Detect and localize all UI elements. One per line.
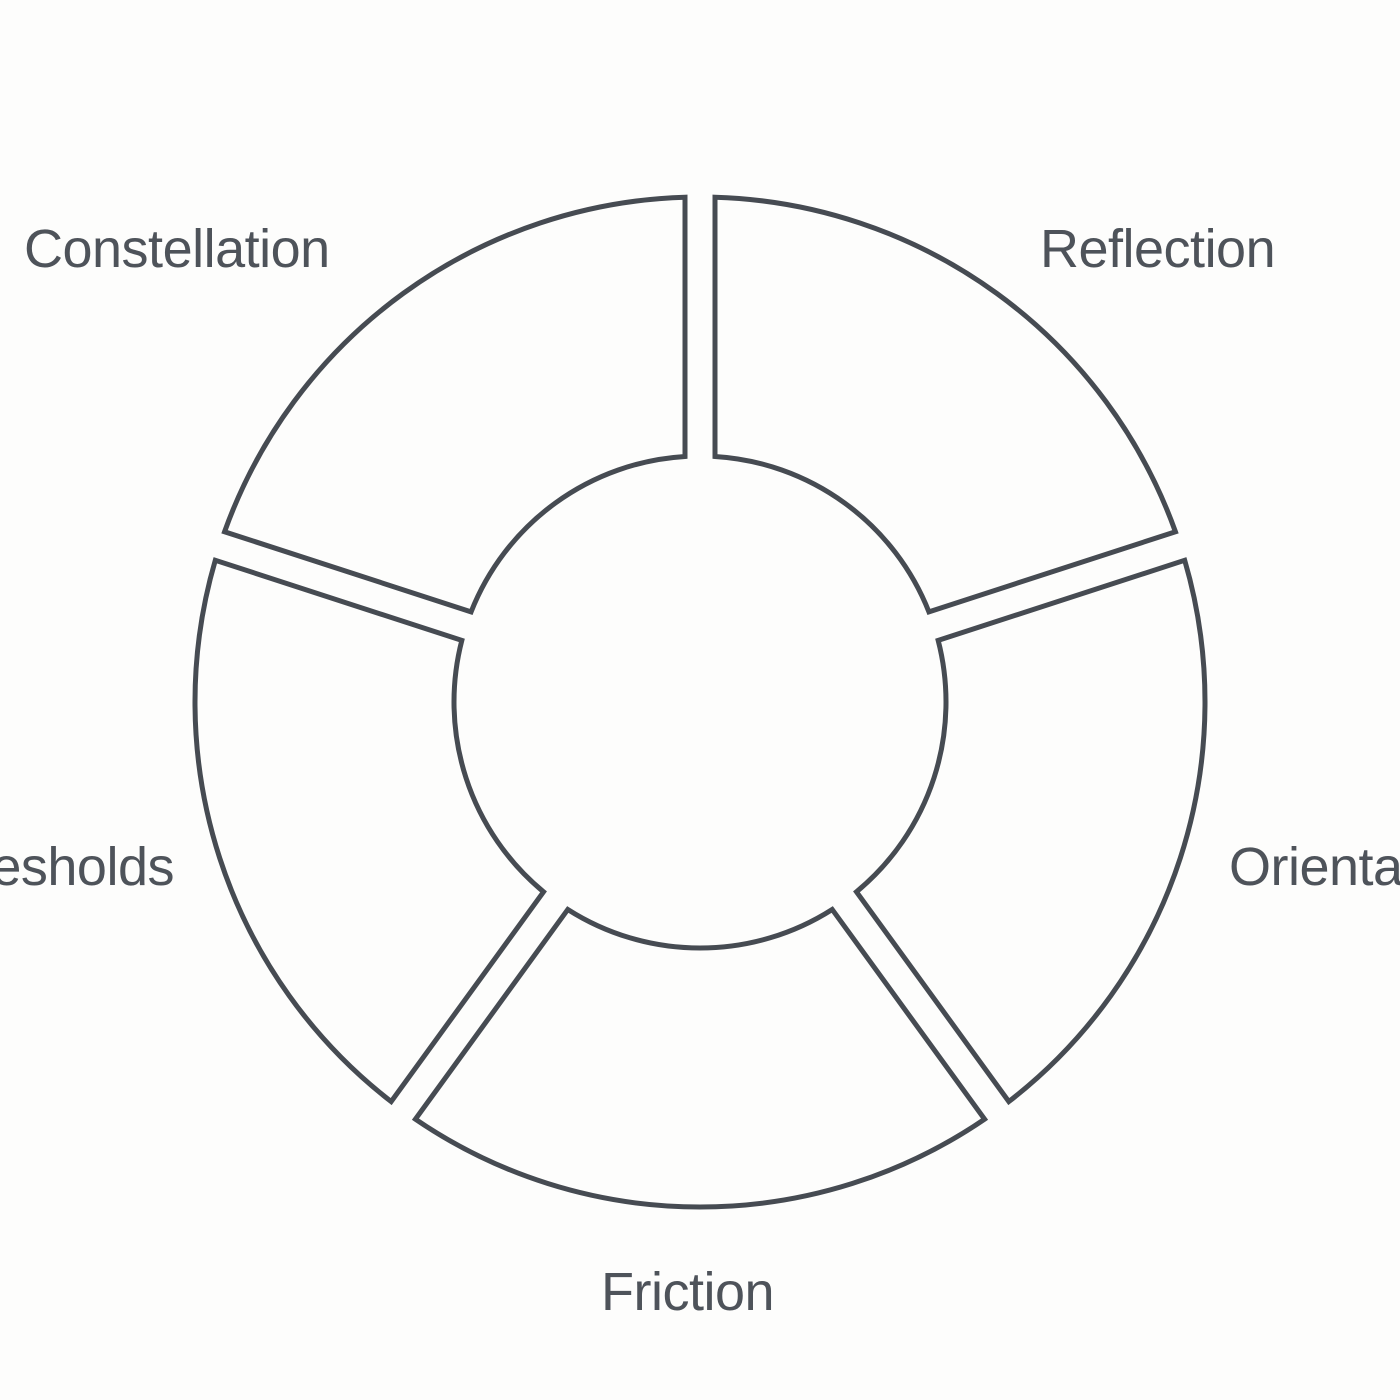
ring-segment-constellation bbox=[221, 194, 688, 615]
segment-label-constellation: Constellation bbox=[24, 219, 330, 279]
ring-segment-friction bbox=[411, 906, 989, 1210]
ring-segments bbox=[192, 194, 1208, 1210]
segment-label-reflection: Reflection bbox=[1040, 219, 1276, 279]
segment-label-friction: Friction bbox=[601, 1262, 775, 1322]
segment-label-orientation: Orienta bbox=[1229, 837, 1400, 897]
ring-segment-reflection bbox=[712, 194, 1179, 615]
ring-segment-orientation bbox=[853, 557, 1208, 1106]
segment-label-thresholds: esholds bbox=[0, 837, 174, 897]
ring-segment-thresholds bbox=[192, 557, 547, 1106]
